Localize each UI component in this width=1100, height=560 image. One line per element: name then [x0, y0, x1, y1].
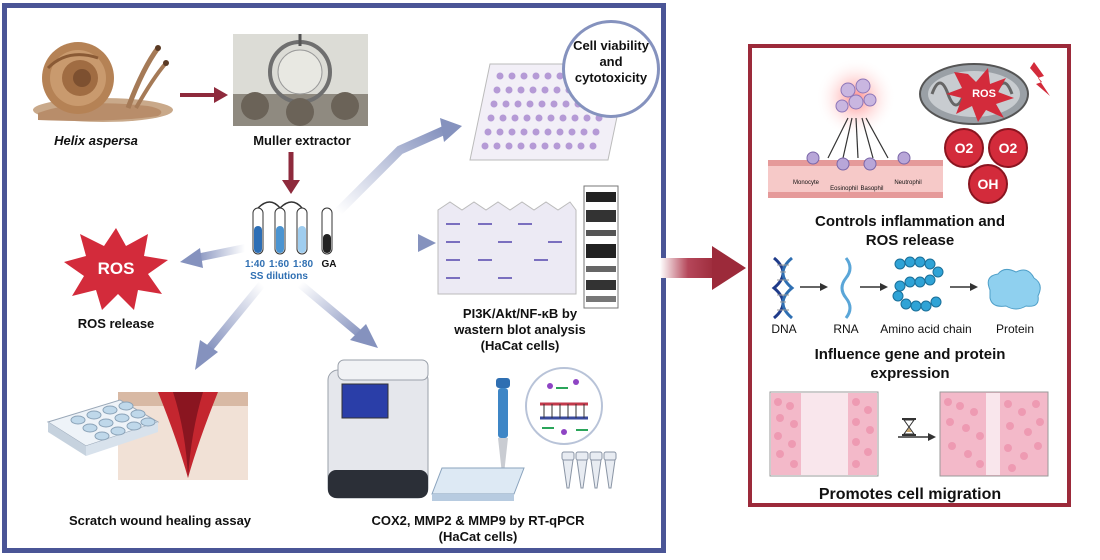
tube-label-2: 1:60 — [268, 259, 289, 270]
scratch-wound-image — [46, 392, 248, 480]
western-blot-gel — [437, 201, 577, 295]
radical-o2-circle-2 — [988, 128, 1028, 168]
dna-helix-icon — [771, 256, 795, 320]
scratch-label: Scratch wound healing assay — [68, 513, 252, 528]
cell-label-basophil: Basophil — [860, 186, 884, 192]
cell-label-neutrophil: Neutrophil — [894, 180, 922, 186]
extractor-label: Muller extractor — [253, 133, 351, 148]
tube-label-4: GA — [321, 259, 337, 270]
western-label-line3: (HaCat cells) — [480, 338, 560, 353]
cell-label-eosinophil: Eosinophil — [830, 186, 858, 192]
gene-step-chain: Amino acid chain — [880, 322, 972, 336]
mito-ros-badge: ROS — [972, 88, 996, 100]
ros-release-label: ROS release — [77, 316, 155, 331]
radical-oh-label: OH — [977, 176, 999, 192]
ros-starburst-icon — [64, 228, 168, 310]
viability-label: Cell viability and cytotoxicity — [573, 38, 649, 85]
migration-before-image — [769, 391, 879, 477]
qpcr-label-line1: COX2, MMP2 & MMP9 by RT-qPCR — [371, 513, 585, 528]
radical-o2-label-1: O2 — [954, 140, 974, 156]
arrow-migration — [898, 433, 936, 441]
rna-strand-icon — [840, 257, 852, 319]
muller-extractor-image — [233, 34, 368, 126]
gene-step-protein: Protein — [995, 322, 1035, 336]
dilutions-caption: SS dilutions — [250, 271, 308, 282]
dilution-tubes — [252, 201, 333, 255]
arrow-snail-to-extractor — [180, 87, 228, 103]
hourglass-icon — [902, 418, 916, 436]
inflammation-illustration — [768, 58, 943, 198]
arrow-rna-to-chain — [860, 283, 888, 291]
snail-label: Helix aspersa — [54, 133, 138, 148]
migration-after-image — [939, 391, 1049, 477]
gene-step-rna: RNA — [833, 322, 859, 336]
radical-oh-circle — [968, 164, 1008, 204]
radical-o2-circle-1 — [944, 128, 984, 168]
migration-title: Promotes cell migration — [818, 486, 1002, 503]
gene-title-line2: expression — [870, 365, 950, 382]
gene-title-line1: Influence gene and protein — [814, 346, 1006, 363]
inflammation-title-line1: Controls inflammation and — [814, 213, 1005, 230]
arrow-chain-to-protein — [950, 283, 978, 291]
main-flow-arrow — [660, 246, 746, 290]
viability-circle — [562, 20, 660, 118]
protein-icon — [987, 268, 1041, 310]
cell-label-monocyte: Monocyte — [792, 180, 819, 186]
pipette-icon — [496, 378, 510, 474]
tube-label-3: 1:80 — [292, 259, 313, 270]
distribution-arrows — [180, 118, 462, 370]
radical-o2-label-2: O2 — [998, 140, 1018, 156]
amino-acid-chain-icon — [892, 256, 944, 312]
gene-step-dna: DNA — [771, 322, 797, 336]
mitochondrion-icon — [919, 62, 1050, 125]
qpcr-label-line2: (HaCat cells) — [438, 529, 518, 544]
western-label-line1: PI3K/Akt/NF-κB by — [462, 306, 578, 321]
snail-illustration — [33, 42, 173, 122]
arrow-dna-to-rna — [800, 283, 828, 291]
inflammation-title-line2: ROS release — [865, 232, 955, 249]
blot-strip — [583, 185, 619, 309]
pcr-tubes-icon — [561, 451, 617, 489]
ros-badge: ROS — [97, 259, 135, 278]
primer-circle-icon — [525, 367, 603, 445]
arrow-extractor-to-dilutions — [282, 152, 300, 194]
pcr-plate-image — [431, 467, 525, 501]
tube-label-1: 1:40 — [244, 259, 265, 270]
qpcr-machine-image — [327, 359, 429, 499]
western-label-line2: wastern blot analysis — [454, 322, 586, 337]
